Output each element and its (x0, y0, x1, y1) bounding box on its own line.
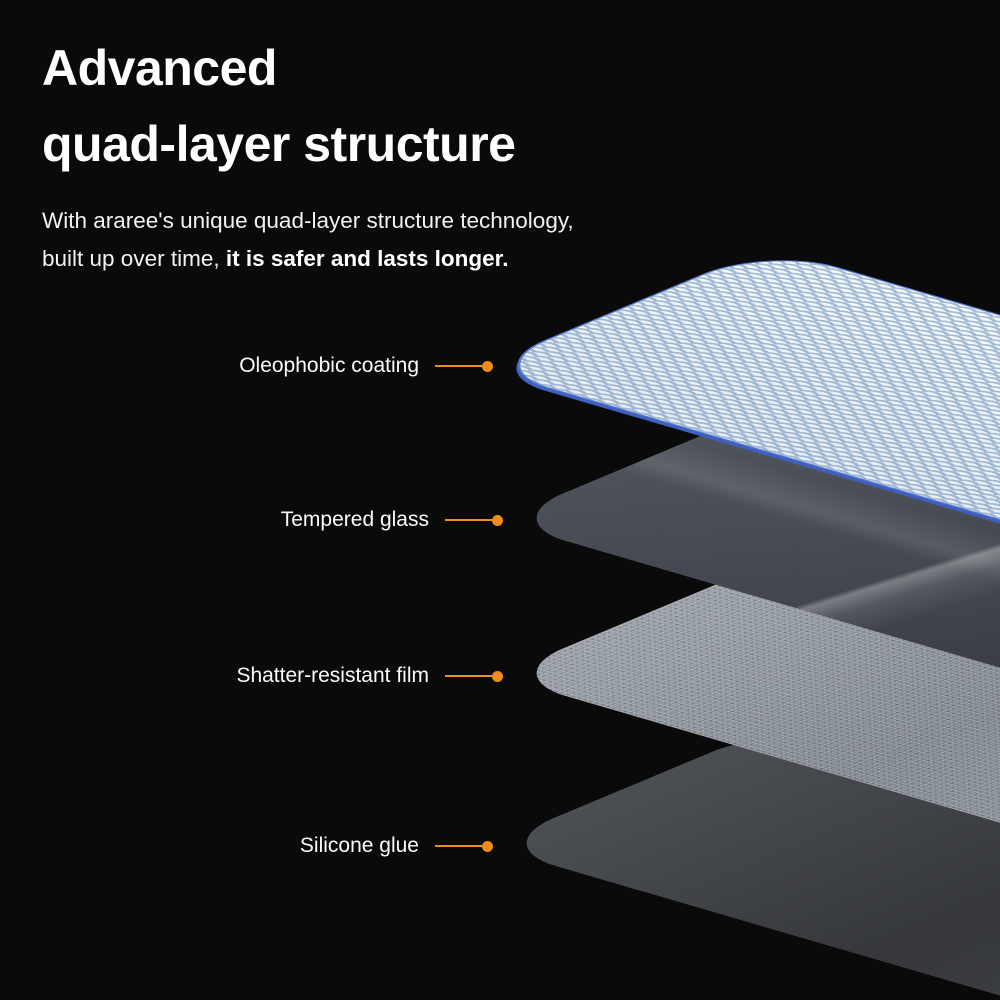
subtitle-line-2: built up over time, (42, 246, 226, 271)
callout-label-silicone-glue: Silicone glue (299, 834, 419, 857)
callout-silicone-glue: Silicone glue (0, 831, 493, 861)
callout-label-shatter-resistant-film: Shatter-resistant film (236, 664, 429, 687)
connector-line (435, 365, 482, 367)
callout-oleophobic-coating: Oleophobic coating (0, 351, 493, 381)
subtitle-bold-text: it is safer and lasts longer. (225, 246, 509, 271)
page-title: Advanced quad-layer structure (42, 30, 742, 182)
connector-dot (482, 840, 493, 852)
connector-dot (492, 670, 503, 682)
callout-label-tempered-glass: Tempered glass (280, 508, 429, 531)
header: Advanced quad-layer structure With araree… (42, 30, 742, 278)
connector-line (445, 519, 492, 521)
title-line-1: Advanced (42, 40, 277, 96)
subtitle-text: With araree's unique quad-layer structur… (42, 202, 742, 278)
subtitle-line-1: With araree's unique quad-layer structur… (42, 208, 574, 233)
connector-dot (492, 514, 503, 526)
callout-tempered-glass: Tempered glass (0, 505, 503, 535)
callout-shatter-resistant-film: Shatter-resistant film (0, 661, 503, 691)
callout-label-oleophobic-coating: Oleophobic coating (239, 354, 419, 377)
title-line-2: quad-layer structure (42, 116, 516, 172)
connector-dot (482, 360, 493, 372)
connector-line (435, 845, 482, 847)
connector-line (445, 675, 492, 677)
